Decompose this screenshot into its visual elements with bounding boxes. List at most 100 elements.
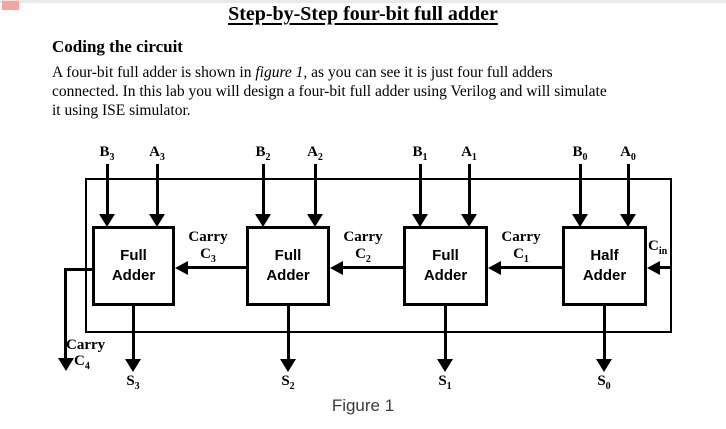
arrow-left-icon [647, 261, 660, 275]
arrow-down-icon [280, 359, 296, 372]
carry-out-signal: C4 [74, 353, 90, 372]
arrow-down-icon [255, 214, 271, 227]
arrow-shaft [156, 164, 159, 215]
signal-subscript: 1 [471, 152, 477, 163]
signal-subscript: 3 [134, 381, 140, 392]
signal-base: A [461, 144, 472, 160]
carry-out-horizontal-wire [64, 268, 95, 271]
paragraph-text: A four-bit full adder is shown in [52, 64, 256, 81]
arrow-shaft [627, 164, 630, 215]
carry-signal: C1 [493, 246, 549, 265]
signal-subscript: 2 [265, 152, 271, 163]
intro-paragraph: A four-bit full adder is shown in figure… [52, 63, 720, 120]
block-label-line1: Full [432, 247, 459, 264]
block-label-line1: Half [590, 247, 619, 264]
sum-label-s3: S3 [113, 373, 153, 392]
arrow-down-icon [461, 214, 477, 227]
carry-word: Carry [343, 229, 383, 245]
arrow-down-icon [572, 214, 588, 227]
arrow-shaft [314, 164, 317, 215]
outer-bus-rectangle [85, 178, 672, 333]
figure-reference: figure 1, [255, 64, 308, 81]
signal-base: C [74, 353, 85, 369]
arrow-shaft [603, 306, 606, 359]
arrow-left-icon [488, 261, 501, 275]
signal-subscript: 0 [582, 152, 588, 163]
signal-base: A [307, 144, 318, 160]
paragraph-line-2: connected. In this lab you will design a… [52, 83, 607, 100]
signal-base: B [255, 144, 266, 160]
arrow-shaft [468, 164, 471, 215]
window-top-border [0, 0, 726, 3]
arrow-shaft [343, 266, 403, 269]
signal-base: A [620, 144, 631, 160]
signal-subscript: 2 [317, 152, 323, 163]
signal-subscript: 3 [210, 254, 216, 265]
signal-subscript: 0 [630, 152, 636, 163]
input-label-a0: A0 [606, 144, 650, 163]
signal-subscript: 3 [109, 152, 115, 163]
arrow-shaft [658, 266, 672, 269]
input-label-b2: B2 [241, 144, 285, 163]
arrow-shaft [287, 306, 290, 359]
paragraph-line-3: it using ISE simulator. [52, 102, 191, 119]
sum-label-s0: S0 [584, 373, 624, 392]
arrow-shaft [444, 306, 447, 359]
arrow-shaft [132, 306, 135, 359]
page-title: Step-by-Step four-bit full adder [228, 3, 498, 25]
signal-base: C [355, 246, 366, 262]
arrow-down-icon [99, 214, 115, 227]
figure-caption: Figure 1 [331, 396, 395, 415]
arrow-shaft [501, 266, 562, 269]
signal-base: S [281, 373, 290, 389]
signal-base: B [99, 144, 110, 160]
arrow-down-icon [149, 214, 165, 227]
signal-subscript: 2 [365, 254, 371, 265]
signal-subscript: 1 [523, 254, 529, 265]
block-label-line1: Full [274, 247, 302, 264]
arrow-down-icon [412, 214, 428, 227]
signal-base: C [648, 238, 659, 254]
input-label-a2: A2 [293, 144, 337, 163]
signal-base: S [126, 373, 135, 389]
signal-subscript: 3 [159, 152, 165, 163]
arrow-shaft [419, 164, 422, 215]
signal-base: S [597, 373, 606, 389]
signal-base: C [513, 246, 524, 262]
input-label-b3: B3 [85, 144, 129, 163]
input-label-a3: A3 [135, 144, 179, 163]
arrow-shaft [262, 164, 265, 215]
input-label-b1: B1 [398, 144, 442, 163]
block-label-line2: Adder [266, 267, 310, 284]
signal-subscript: 4 [84, 361, 90, 372]
signal-base: C [200, 246, 211, 262]
signal-subscript: 0 [605, 381, 611, 392]
signal-subscript: 2 [289, 381, 295, 392]
corner-marker [2, 1, 19, 10]
input-label-b0: B0 [558, 144, 602, 163]
arrow-shaft [64, 268, 67, 358]
block-label-line1: Full [120, 247, 147, 264]
paragraph-line-1: A four-bit full adder is shown in figure… [52, 63, 720, 82]
input-label-a1: A1 [447, 144, 491, 163]
arrow-down-icon [307, 214, 323, 227]
carry-signal: C2 [335, 246, 391, 265]
arrow-shaft [188, 266, 246, 269]
carry-signal: C3 [180, 246, 236, 265]
arrow-shaft [579, 164, 582, 215]
signal-base: B [572, 144, 583, 160]
signal-base: B [412, 144, 423, 160]
arrow-down-icon [437, 359, 453, 372]
carry-out-word: Carry [66, 337, 106, 353]
